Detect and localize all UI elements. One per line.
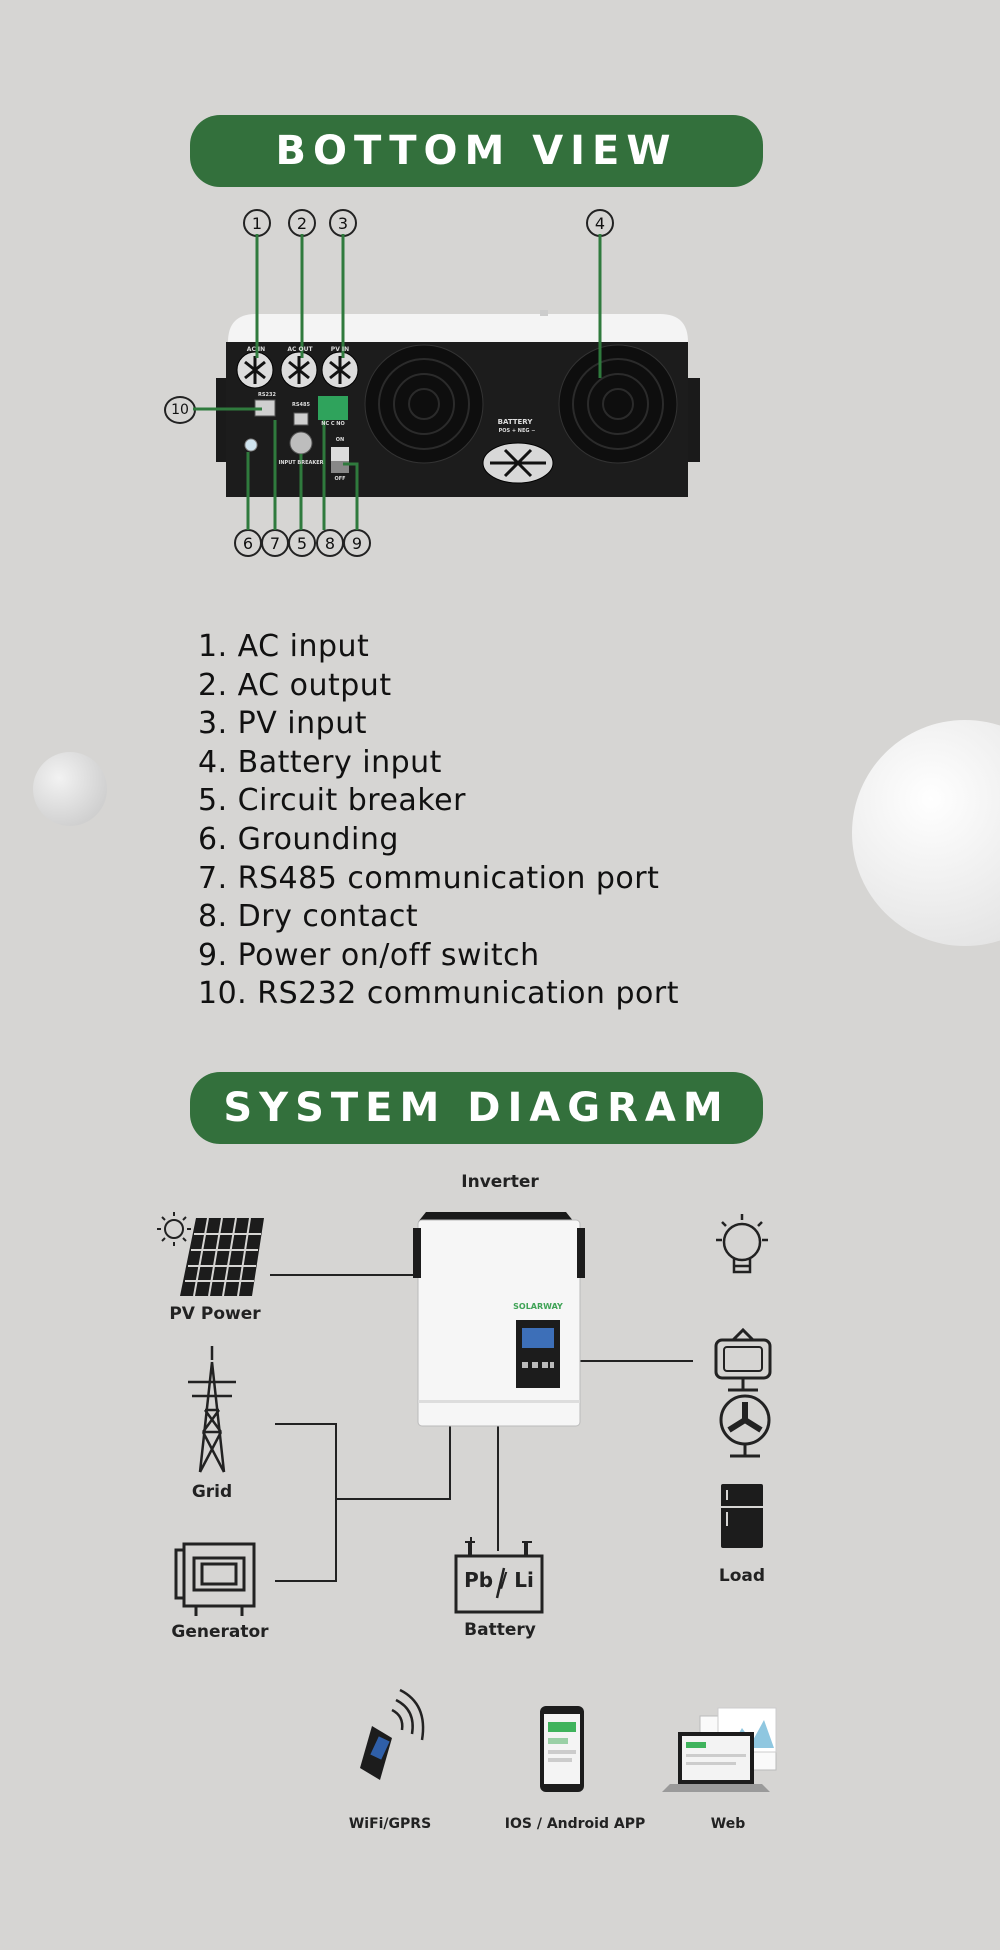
label-pos-neg: POS + NEG − [498, 428, 536, 434]
label-pv-in: PV IN [330, 346, 350, 353]
label-battery: BATTERY [497, 418, 533, 426]
label-inverter-brand: SOLARWAY [513, 1302, 563, 1311]
legend-item: 2. AC output [198, 667, 392, 703]
system-diagram-banner: SYSTEM DIAGRAM [190, 1072, 763, 1144]
bulb-icon [716, 1214, 768, 1274]
system-diagram [157, 1212, 777, 1792]
web-portal-icon [662, 1707, 777, 1792]
tv-icon [714, 1327, 772, 1392]
bottom-view-title: BOTTOM VIEW [275, 128, 678, 174]
legend-item: 7. RS485 communication port [198, 860, 660, 896]
label-ac-out: AC OUT [287, 346, 313, 353]
label-ac-in: AC IN [246, 346, 266, 353]
label-grid: Grid [191, 1482, 233, 1502]
label-on: ON [335, 437, 345, 443]
fan-icon [719, 1394, 771, 1458]
system-diagram-title: SYSTEM DIAGRAM [223, 1085, 730, 1131]
label-load: Load [718, 1566, 766, 1586]
label-inverter: Inverter [461, 1172, 539, 1192]
label-off: OFF [334, 476, 346, 482]
legend-item: 8. Dry contact [198, 899, 419, 935]
generator-icon [174, 1542, 256, 1616]
legend-item: 9. Power on/off switch [198, 937, 540, 973]
legend-item: 10. RS232 communication port [198, 976, 679, 1012]
label-generator: Generator [171, 1622, 269, 1642]
legend-item: 5. Circuit breaker [198, 783, 466, 819]
inverter-bottom-panel [193, 234, 700, 530]
decorative-spheres [33, 720, 1000, 946]
legend-item: 3. PV input [198, 706, 367, 742]
fridge-icon [721, 1484, 763, 1548]
battery-icon [454, 1537, 544, 1614]
solar-panel-icon [157, 1212, 264, 1297]
label-pv-power: PV Power [169, 1304, 261, 1324]
wifi-dongle-icon [360, 1688, 425, 1780]
label-web: Web [710, 1816, 746, 1832]
legend-item: 6. Grounding [198, 821, 399, 857]
port-legend: 1. AC input 2. AC output 3. PV input 4. … [198, 628, 758, 1014]
label-rs485: RS485 [292, 402, 310, 408]
legend-item: 4. Battery input [198, 744, 442, 780]
label-dry-contact: NC C NO [321, 421, 345, 427]
label-battery-text: Pb / Li [464, 1568, 534, 1592]
phone-app-icon [540, 1706, 584, 1792]
label-wifi-gprs: WiFi/GPRS [348, 1816, 432, 1832]
label-rs232: RS232 [258, 392, 276, 398]
label-input-breaker: INPUT BREAKER [278, 460, 324, 466]
bottom-view-banner: BOTTOM VIEW [190, 115, 763, 187]
legend-item: 1. AC input [198, 629, 370, 664]
grid-tower-icon [188, 1346, 236, 1473]
label-battery: Battery [464, 1620, 536, 1640]
label-app: IOS / Android APP [504, 1816, 646, 1832]
inverter-unit [413, 1212, 585, 1427]
